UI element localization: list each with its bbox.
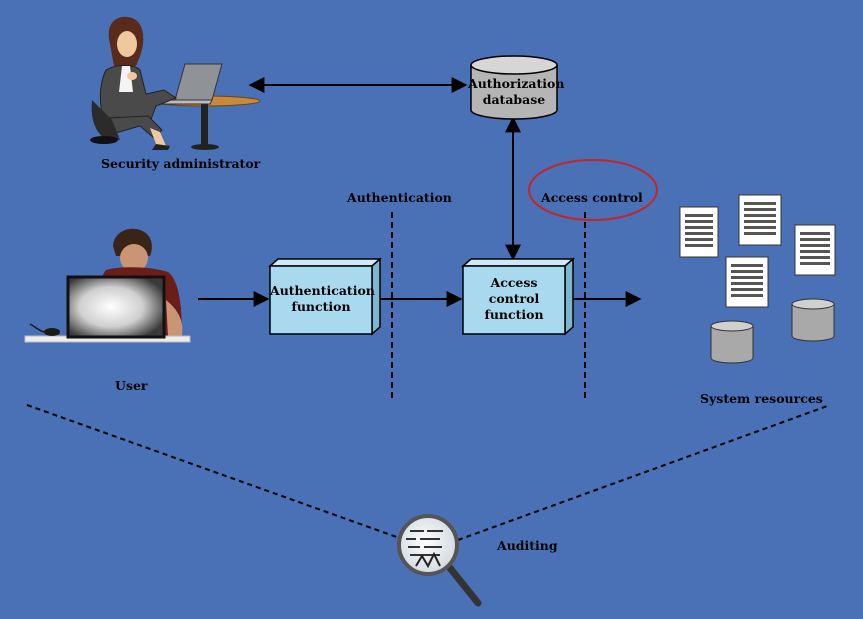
document-icon bbox=[725, 256, 769, 308]
authentication-function-label-line: Authentication bbox=[270, 283, 375, 298]
access-control-function-label-line: Access bbox=[490, 275, 538, 290]
access-control-function-label-line: control bbox=[488, 291, 540, 306]
disk-icon bbox=[791, 298, 835, 342]
access-control-highlight bbox=[528, 159, 658, 221]
document-icon bbox=[679, 206, 719, 258]
auditing-lines bbox=[26, 404, 831, 541]
authentication-function-label-line: function bbox=[291, 299, 351, 314]
document-icon bbox=[794, 224, 836, 276]
auditing-label: Auditing bbox=[497, 538, 558, 553]
system-resources-label: System resources bbox=[700, 391, 823, 406]
access-control-function-label-line: function bbox=[484, 307, 544, 322]
authentication-function-box bbox=[268, 257, 382, 336]
disk-icon bbox=[710, 320, 754, 364]
security-administrator-label: Security administrator bbox=[101, 156, 261, 171]
authorization-database-label: Authorization database bbox=[468, 76, 565, 108]
authorization-database-icon bbox=[470, 55, 558, 120]
authorization-database-label-line: Authorization bbox=[468, 76, 565, 91]
authentication-label: Authentication bbox=[347, 190, 452, 205]
access-control-function-box bbox=[461, 257, 575, 336]
authorization-database-label-line: database bbox=[482, 92, 546, 107]
magnifying-glass-icon bbox=[397, 514, 482, 607]
security-administrator-icon bbox=[90, 16, 261, 150]
user-icon bbox=[24, 228, 191, 343]
document-icon bbox=[738, 194, 782, 246]
user-label: User bbox=[115, 378, 148, 393]
authentication-function-label: Authentication function bbox=[270, 283, 375, 315]
access-control-function-label: Access control function bbox=[463, 275, 565, 323]
access-control-label: Access control bbox=[541, 190, 643, 205]
